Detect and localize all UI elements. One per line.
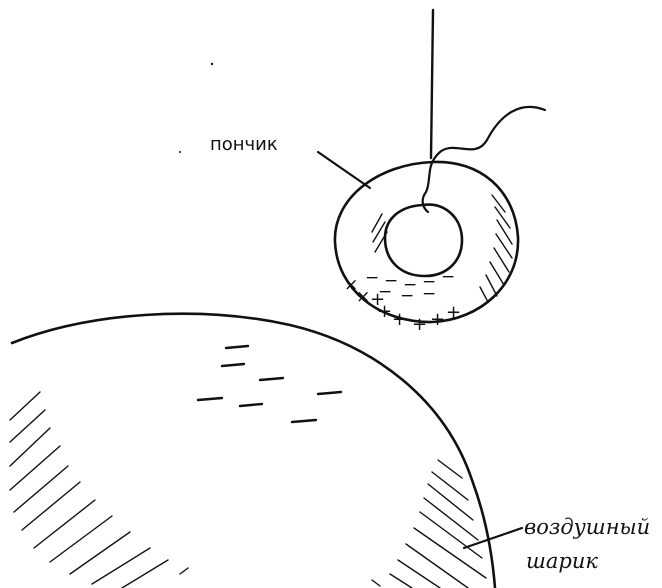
svg-text:+: + (377, 301, 392, 322)
balloon (10, 314, 495, 588)
donut-label: пончик (210, 134, 278, 155)
hanging-string (431, 10, 433, 158)
balloon-label-line1: воздушный (524, 515, 650, 539)
svg-text:−: − (422, 284, 436, 304)
balloon-negative-charges (198, 346, 341, 422)
donut-hole (385, 205, 462, 276)
balloon-right-shading (372, 460, 486, 588)
wavy-string (423, 107, 545, 212)
svg-text:×: × (356, 287, 370, 307)
svg-text:+: + (430, 309, 445, 330)
balloon-outline (12, 314, 495, 588)
donut-label-pointer (318, 152, 370, 188)
balloon-label-line2: шарик (526, 549, 598, 573)
balloon-label-pointer (464, 528, 522, 548)
svg-text:+: + (412, 314, 427, 335)
svg-text:−: − (400, 286, 414, 306)
balloon-left-shading (10, 392, 188, 588)
stray-dot (179, 151, 181, 153)
svg-text:−: − (441, 267, 455, 287)
stray-dot (211, 63, 213, 65)
svg-text:+: + (446, 302, 461, 323)
svg-text:+: + (392, 309, 407, 330)
